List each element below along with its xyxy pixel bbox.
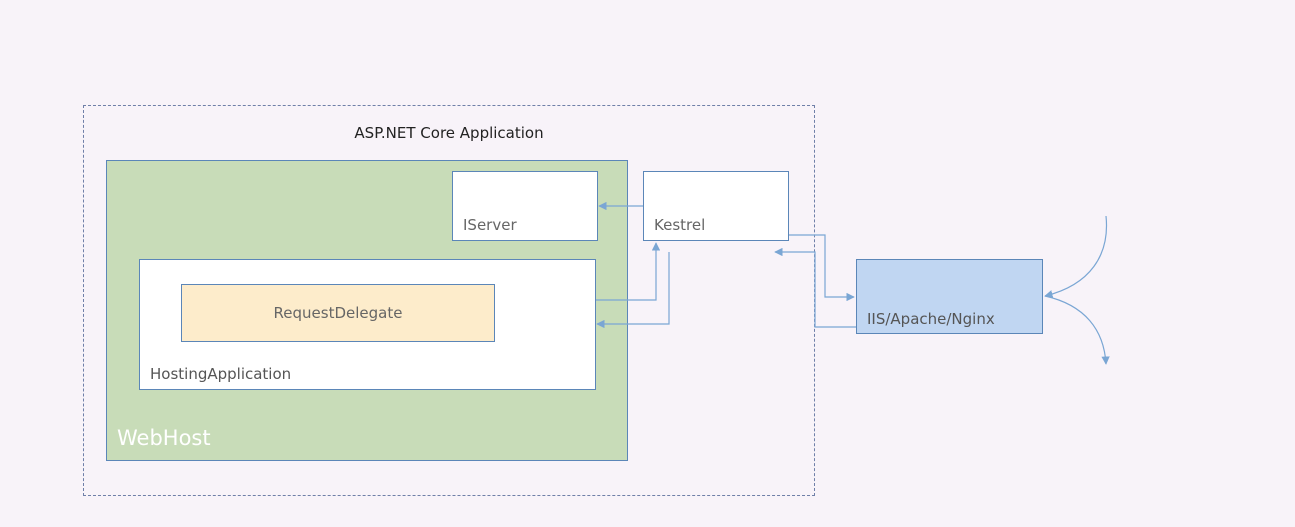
outgoing-response-arrow bbox=[1044, 295, 1110, 365]
hosting-to-kestrel-arrow bbox=[596, 242, 661, 301]
proxy-server-box[interactable] bbox=[856, 259, 1043, 334]
incoming-request-arrow bbox=[1044, 215, 1108, 299]
kestrel-to-hosting-arrow bbox=[596, 252, 670, 329]
proxy-server-label: IIS/Apache/Nginx bbox=[867, 310, 995, 328]
kestrel-to-proxy-arrow bbox=[789, 234, 855, 302]
kestrel-box[interactable] bbox=[643, 171, 789, 241]
iserver-box[interactable] bbox=[452, 171, 598, 241]
kestrel-label: Kestrel bbox=[654, 216, 706, 234]
proxy-to-kestrel-arrow bbox=[774, 247, 856, 328]
aspnet-core-application-title: ASP.NET Core Application bbox=[354, 124, 544, 142]
iserver-label: IServer bbox=[463, 216, 517, 234]
hosting-application-label: HostingApplication bbox=[150, 365, 292, 383]
request-delegate-label: RequestDelegate bbox=[273, 304, 403, 322]
webhost-label: WebHost bbox=[117, 426, 211, 450]
request-delegate-box[interactable]: RequestDelegate bbox=[181, 284, 495, 342]
